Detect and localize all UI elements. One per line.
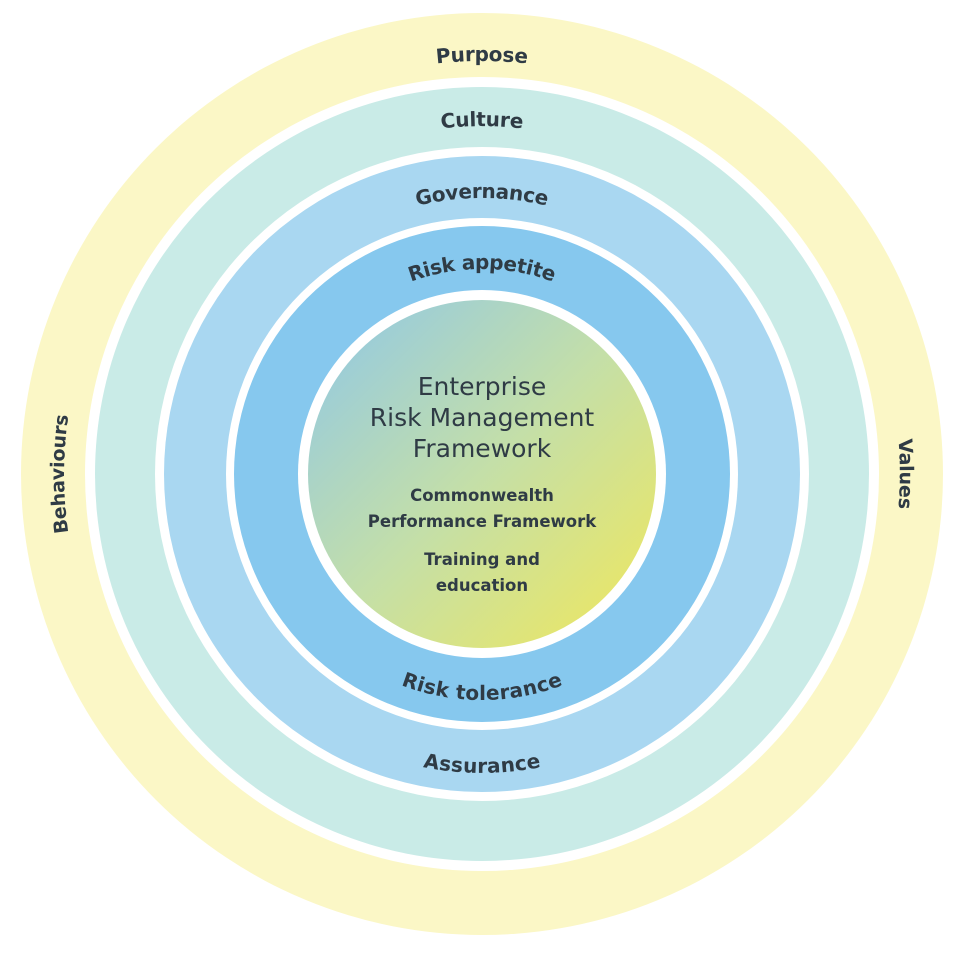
core-title-line-3: Framework [413, 434, 552, 463]
core-title-line-1: Enterprise [418, 372, 547, 401]
culture-label: Culture [439, 107, 524, 133]
core-circle [308, 300, 656, 648]
core-sub2-line-1: Training and [424, 550, 540, 569]
core-sub2-line-2: education [436, 576, 528, 595]
core-title-line-2: Risk Management [370, 403, 595, 432]
core-sub1-line-1: Commonwealth [410, 486, 554, 505]
behaviours-label: Behaviours [47, 413, 73, 535]
core-sub1-line-2: Performance Framework [368, 512, 597, 531]
values-label: Values [893, 438, 916, 510]
